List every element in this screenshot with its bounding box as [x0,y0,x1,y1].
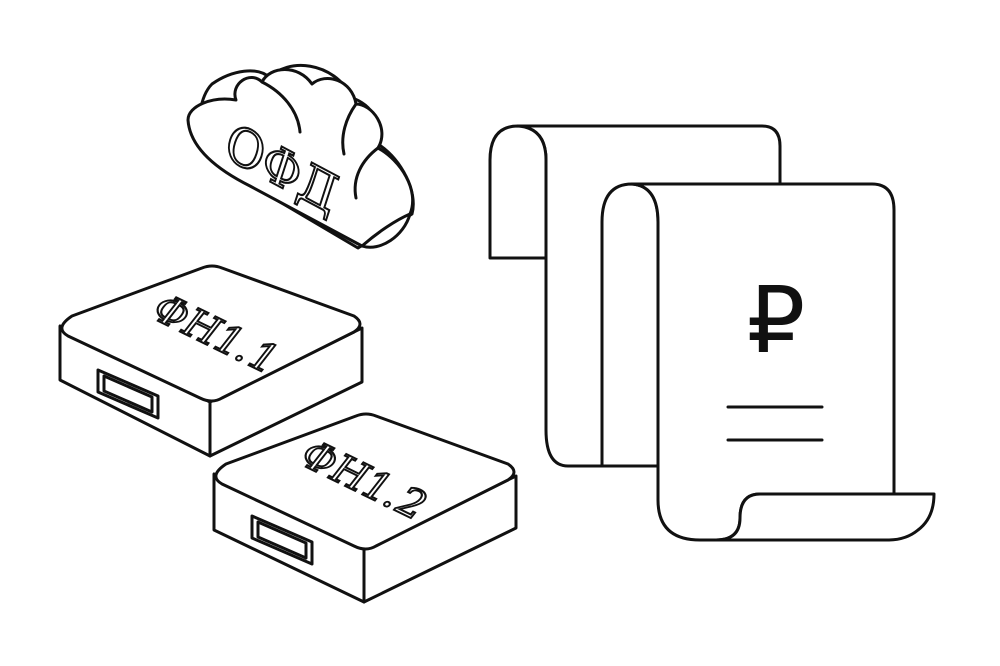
receipt-front: ₽ [600,182,936,542]
fn-drive-1: ФН1.1 [58,264,364,458]
receipt-back-roll [488,124,548,260]
drive-2-port [250,514,314,566]
cloud-bump-line-2 [341,102,358,156]
drive-1-port-inner [102,374,154,414]
ofd-cloud: ОФД [186,64,415,250]
cloud-bump-line-4 [360,212,412,248]
cloud-bump-line-1 [260,80,302,134]
drive-1-port [96,368,160,420]
receipt-front-roll [600,182,660,468]
drive-2-top-face [214,412,516,551]
ruble-icon: ₽ [747,267,806,374]
receipt-front-curl [714,492,936,542]
cloud-bump-line-3 [353,146,380,200]
drive-1-top-face [60,264,362,403]
drive-2-port-inner [256,520,308,560]
cloud-front-face [186,68,415,249]
fn-drive-2: ФН1.2 [212,412,518,604]
